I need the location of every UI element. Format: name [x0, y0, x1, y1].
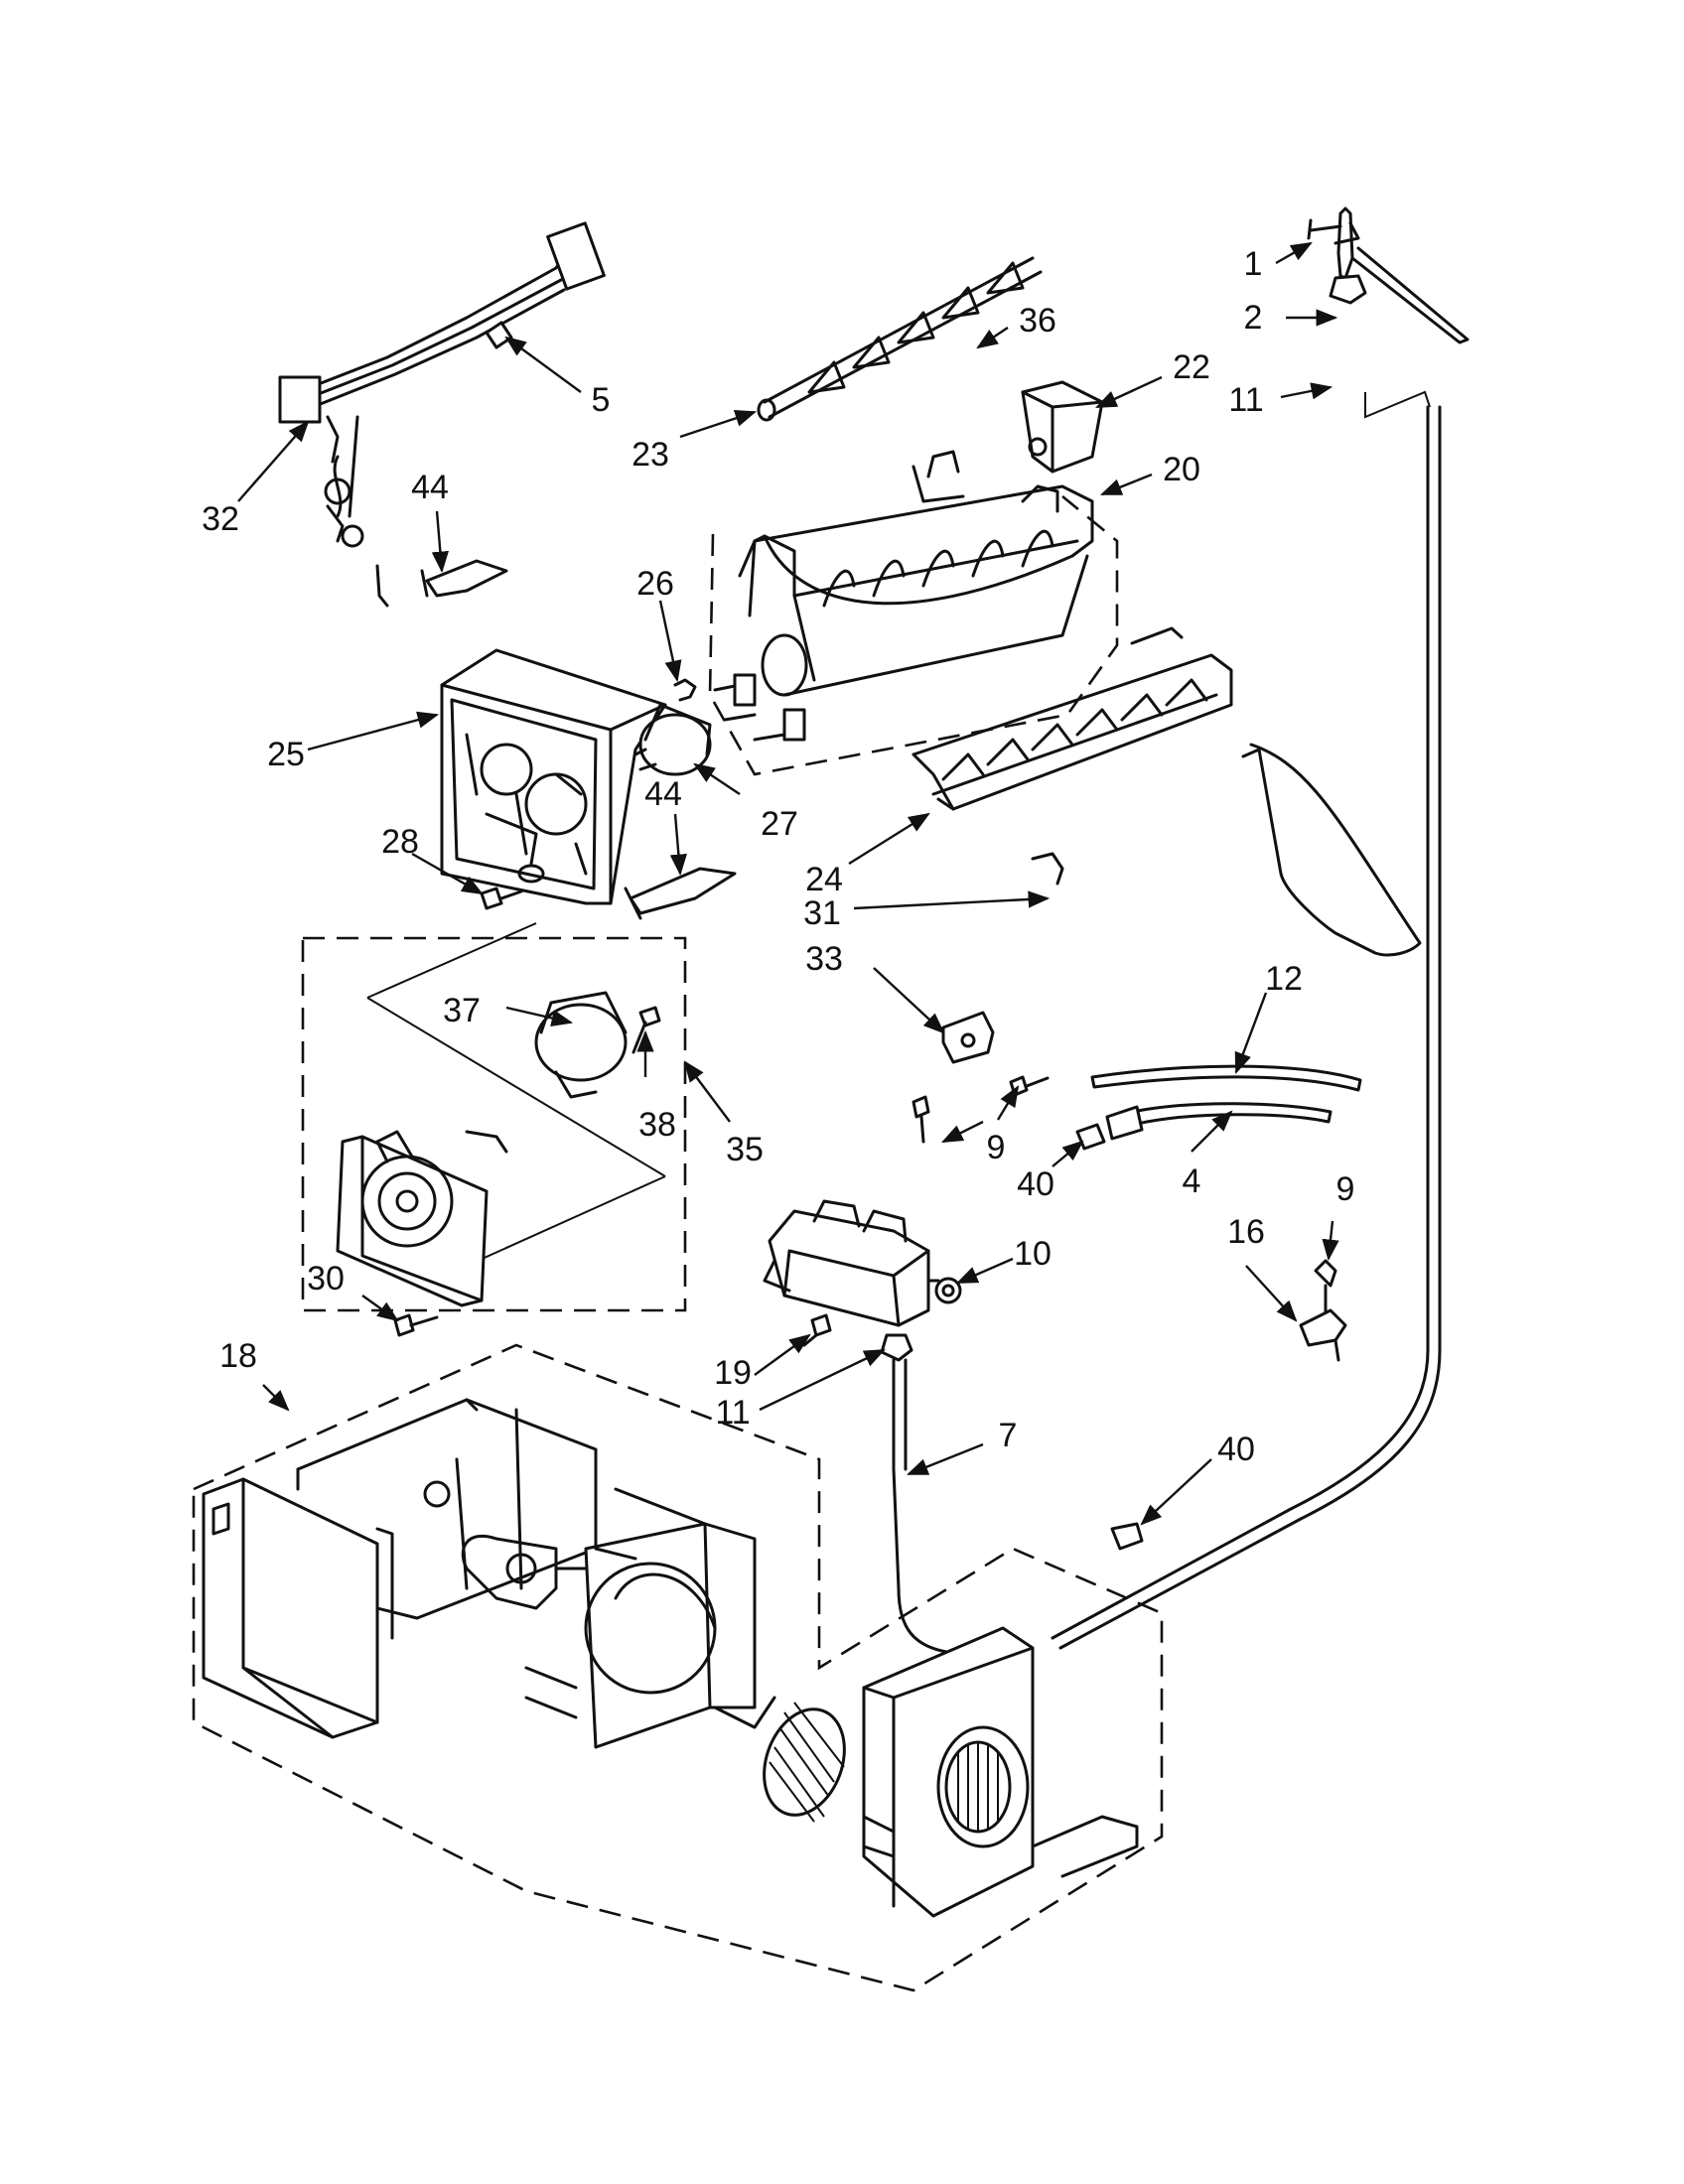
callout-40a: 40: [1017, 1165, 1054, 1203]
control-module: [440, 648, 667, 905]
callout-38: 38: [638, 1106, 676, 1144]
water-line: [1051, 206, 1470, 1650]
callout-16: 16: [1227, 1213, 1265, 1251]
fill-cup: [1021, 380, 1104, 474]
callout-28: 28: [381, 823, 419, 861]
callout-22: 22: [1173, 348, 1210, 386]
tube-clamp: [1299, 1259, 1347, 1362]
leader-lines: [237, 241, 1339, 1526]
callout-19: 19: [714, 1354, 752, 1392]
callout-9b: 9: [1336, 1170, 1355, 1208]
callout-23: 23: [632, 436, 669, 474]
callout-33: 33: [805, 940, 843, 978]
callout-26: 26: [636, 565, 674, 603]
callout-24: 24: [805, 861, 843, 898]
ejector: [757, 256, 1043, 422]
callout-25: 25: [267, 736, 305, 773]
callout-31: 31: [803, 894, 841, 932]
air-handler: [192, 1343, 1164, 1992]
callout-35: 35: [726, 1131, 764, 1168]
wire-harness: [278, 221, 606, 608]
fan-blade: [763, 1702, 846, 1823]
callout-10: 10: [1014, 1235, 1052, 1273]
callout-37: 37: [443, 992, 481, 1029]
motor: [633, 678, 712, 776]
tubes-and-nuts: [1075, 1064, 1362, 1151]
callout-11: 11: [1228, 381, 1263, 419]
callout-20: 20: [1163, 451, 1200, 488]
water-valve: [763, 1199, 962, 1347]
callout-labels: 1 2 11 36 22 23 20 5 32 44 26 25 27 44 2…: [202, 245, 1354, 1468]
callout-44a: 44: [411, 469, 449, 506]
fan-housing: [862, 1626, 1139, 1918]
callout-40b: 40: [1217, 1431, 1255, 1468]
callout-1: 1: [1244, 245, 1263, 283]
callout-30: 30: [307, 1260, 345, 1297]
ice-mold: [708, 450, 1119, 776]
screw-30: [393, 1313, 439, 1337]
callout-11b: 11: [715, 1394, 750, 1432]
callout-18: 18: [219, 1337, 257, 1375]
callout-2: 2: [1244, 299, 1263, 337]
fill-tube: [880, 1333, 985, 1655]
cam-assembly: [301, 922, 687, 1312]
callout-36: 36: [1019, 302, 1056, 340]
callout-5: 5: [592, 381, 611, 419]
callout-9a: 9: [987, 1129, 1006, 1166]
callout-12: 12: [1265, 960, 1303, 998]
screw-28: [480, 887, 523, 910]
shutoff-arm: [1031, 743, 1422, 957]
clips: [420, 559, 737, 920]
callout-44b: 44: [644, 775, 682, 813]
callout-7: 7: [999, 1417, 1018, 1454]
bearing-and-screws: [912, 1011, 1050, 1144]
callout-4: 4: [1183, 1162, 1201, 1200]
callout-27: 27: [761, 805, 798, 843]
callout-32: 32: [202, 500, 239, 538]
stripper: [912, 626, 1233, 811]
